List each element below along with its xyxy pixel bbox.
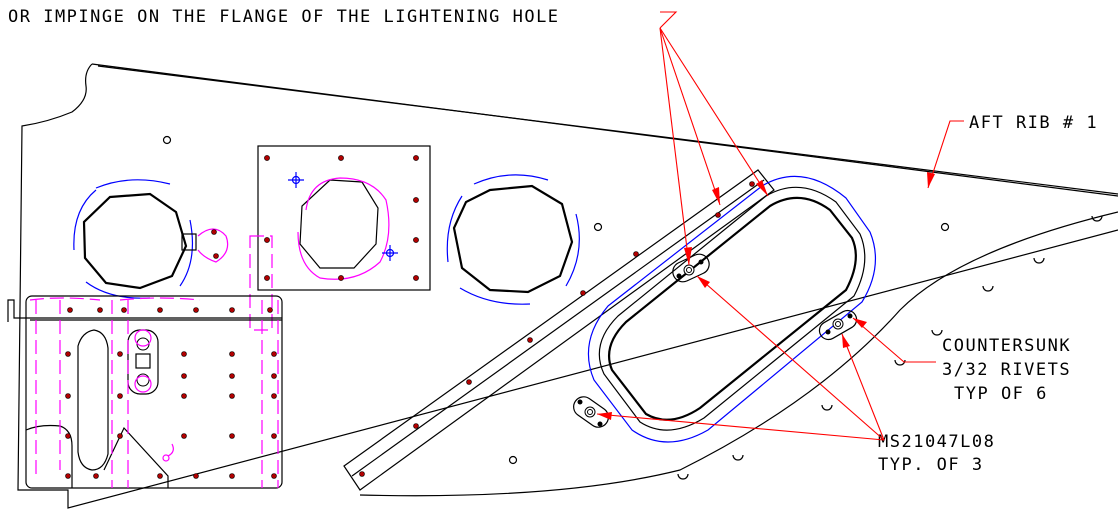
lightening-hole-oblong xyxy=(587,175,876,443)
lower-left-bracket xyxy=(7,295,283,489)
aft-rib-label: AFT RIB # 1 xyxy=(969,113,1098,133)
leader-countersunk xyxy=(852,317,936,363)
countersunk-label-2: 3/32 RIVETS xyxy=(942,360,1071,380)
stiffener-rivets xyxy=(359,181,755,477)
doubler-plate xyxy=(249,145,431,331)
ms-nutplate-label-1: MS21047L08 xyxy=(878,432,995,452)
tooling-holes xyxy=(162,135,950,465)
leader-aft-rib xyxy=(927,120,964,189)
stiffener-angle xyxy=(343,169,775,491)
nutplate-upper xyxy=(672,253,710,283)
rib-outline xyxy=(17,63,1118,509)
top-note-text: OR IMPINGE ON THE FLANGE OF THE LIGHTENI… xyxy=(8,7,560,27)
leader-ms-nutplate xyxy=(596,275,885,441)
leader-top-note xyxy=(659,11,769,266)
doubler-rivets xyxy=(264,155,419,281)
countersunk-label-3: TYP OF 6 xyxy=(954,384,1048,404)
nutplate-right xyxy=(818,309,858,341)
ms-nutplate-label-2: TYP. OF 3 xyxy=(878,455,984,475)
crosshair-marks xyxy=(288,172,398,261)
lightening-hole-left xyxy=(73,179,229,299)
bracket-rivets xyxy=(65,307,277,479)
nutplate-lower xyxy=(573,396,609,428)
lightening-hole-center xyxy=(446,174,580,305)
edge-notches xyxy=(677,215,1103,480)
countersunk-label-1: COUNTERSUNK xyxy=(942,336,1071,356)
